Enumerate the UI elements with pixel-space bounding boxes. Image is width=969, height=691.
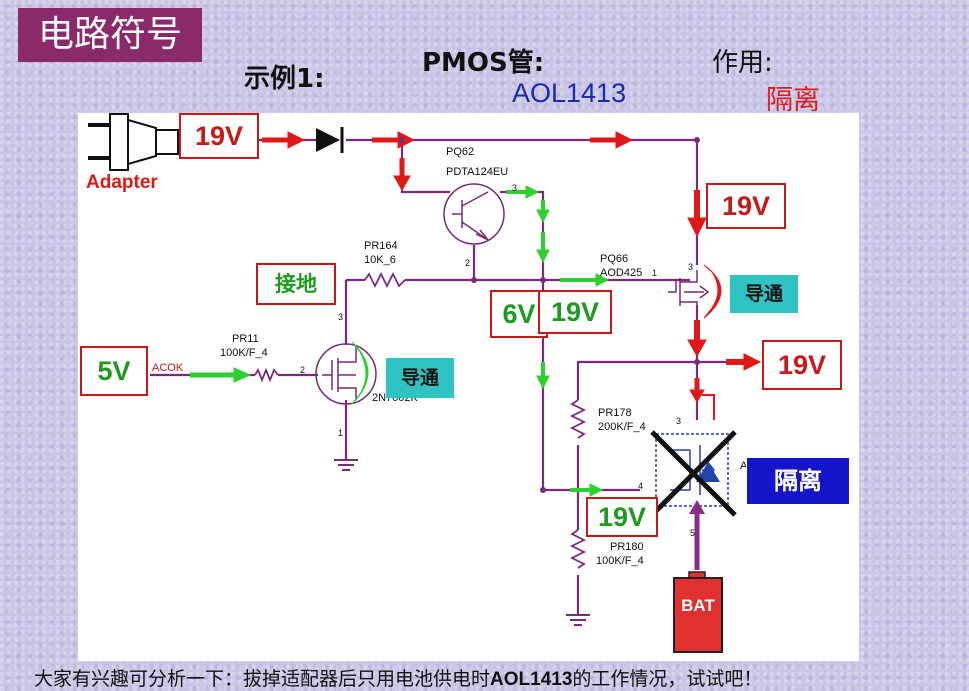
- pq66-pin-3: 3: [688, 262, 694, 272]
- aol-pin-3: 3: [676, 416, 682, 426]
- bottom-note: 大家有兴趣可分析一下：拔掉适配器后只用电池供电时AOL1413的工作情况，试试吧…: [34, 664, 762, 691]
- pr178-ref: PR178: [598, 407, 632, 419]
- nmos-pin-2: 2: [300, 365, 306, 375]
- green-signal-arrows: [190, 185, 610, 497]
- diode-symbol: [316, 127, 344, 153]
- pq66-on-tag: 导通: [730, 275, 798, 313]
- rail-voltage-box: 19V: [706, 183, 786, 229]
- page-title: 电路符号: [18, 8, 202, 62]
- adapter-plug-icon: [88, 113, 179, 171]
- adapter-voltage-box: 19V: [179, 113, 259, 159]
- pr164-ref: PR164: [364, 240, 398, 252]
- role-label: 作用:: [712, 48, 773, 78]
- pq62-transistor: [443, 183, 505, 245]
- pr180-value: 100K/F_4: [596, 555, 644, 567]
- battery-label: BAT: [681, 596, 715, 615]
- nmos-on-tag: 导通: [386, 358, 454, 398]
- nmos-pin-1: 1: [338, 428, 344, 438]
- acok-voltage-box: 5V: [80, 346, 148, 396]
- aol-pin-4: 4: [638, 481, 644, 491]
- role-value: 隔离: [766, 85, 820, 116]
- pq62-pin-3: 3: [512, 183, 518, 193]
- ground-note-box: 接地: [256, 263, 336, 305]
- output-voltage-box: 19V: [762, 340, 842, 390]
- nmos-pin-3: 3: [338, 312, 344, 322]
- pq66-mosfet: [668, 270, 710, 310]
- pq66-part: AOD425: [600, 267, 643, 279]
- isolate-tag: 隔离: [746, 457, 850, 505]
- pq62-part: PDTA124EU: [446, 166, 509, 178]
- aol-pin-5: 5: [690, 528, 696, 538]
- note-prefix: 大家有兴趣可分析一下：拔掉适配器后只用电池供电时: [34, 668, 491, 690]
- note-suffix: 的工作情况，试试吧！: [572, 668, 763, 690]
- pr11-value: 100K/F_4: [220, 347, 268, 359]
- ground-symbols: [334, 459, 590, 626]
- pq62-pin-2: 2: [465, 258, 471, 268]
- pq66-pin-1: 1: [652, 268, 658, 278]
- pr180-ref: PR180: [610, 541, 644, 553]
- pq62-ref: PQ62: [446, 146, 475, 158]
- nmos-transistor: [315, 343, 377, 405]
- note-part: AOL1413: [490, 669, 573, 690]
- acok-net-label: ACOK: [152, 362, 184, 374]
- junction-dots: [399, 137, 700, 493]
- pr11-ref: PR11: [232, 333, 259, 345]
- red-current-arrows: [262, 131, 762, 420]
- pr164-value: 10K_6: [364, 254, 396, 266]
- adapter-label: Adapter: [86, 172, 158, 193]
- aol1413-mosfet: [650, 430, 737, 517]
- pq66-ref: PQ66: [600, 253, 629, 265]
- pr178-value: 200K/F_4: [598, 421, 646, 433]
- pmos-label: PMOS管:: [422, 48, 545, 78]
- battery-symbol: [673, 571, 723, 653]
- battery-arrow: [689, 500, 705, 570]
- resistors: [254, 271, 587, 569]
- gate-mid-voltage-box: 19V: [538, 290, 612, 334]
- example-label: 示例1:: [244, 64, 325, 94]
- gate-bottom-voltage-box: 19V: [586, 497, 658, 537]
- pmos-part-number: AOL1413: [512, 78, 627, 108]
- aol-ref: A: [740, 460, 748, 472]
